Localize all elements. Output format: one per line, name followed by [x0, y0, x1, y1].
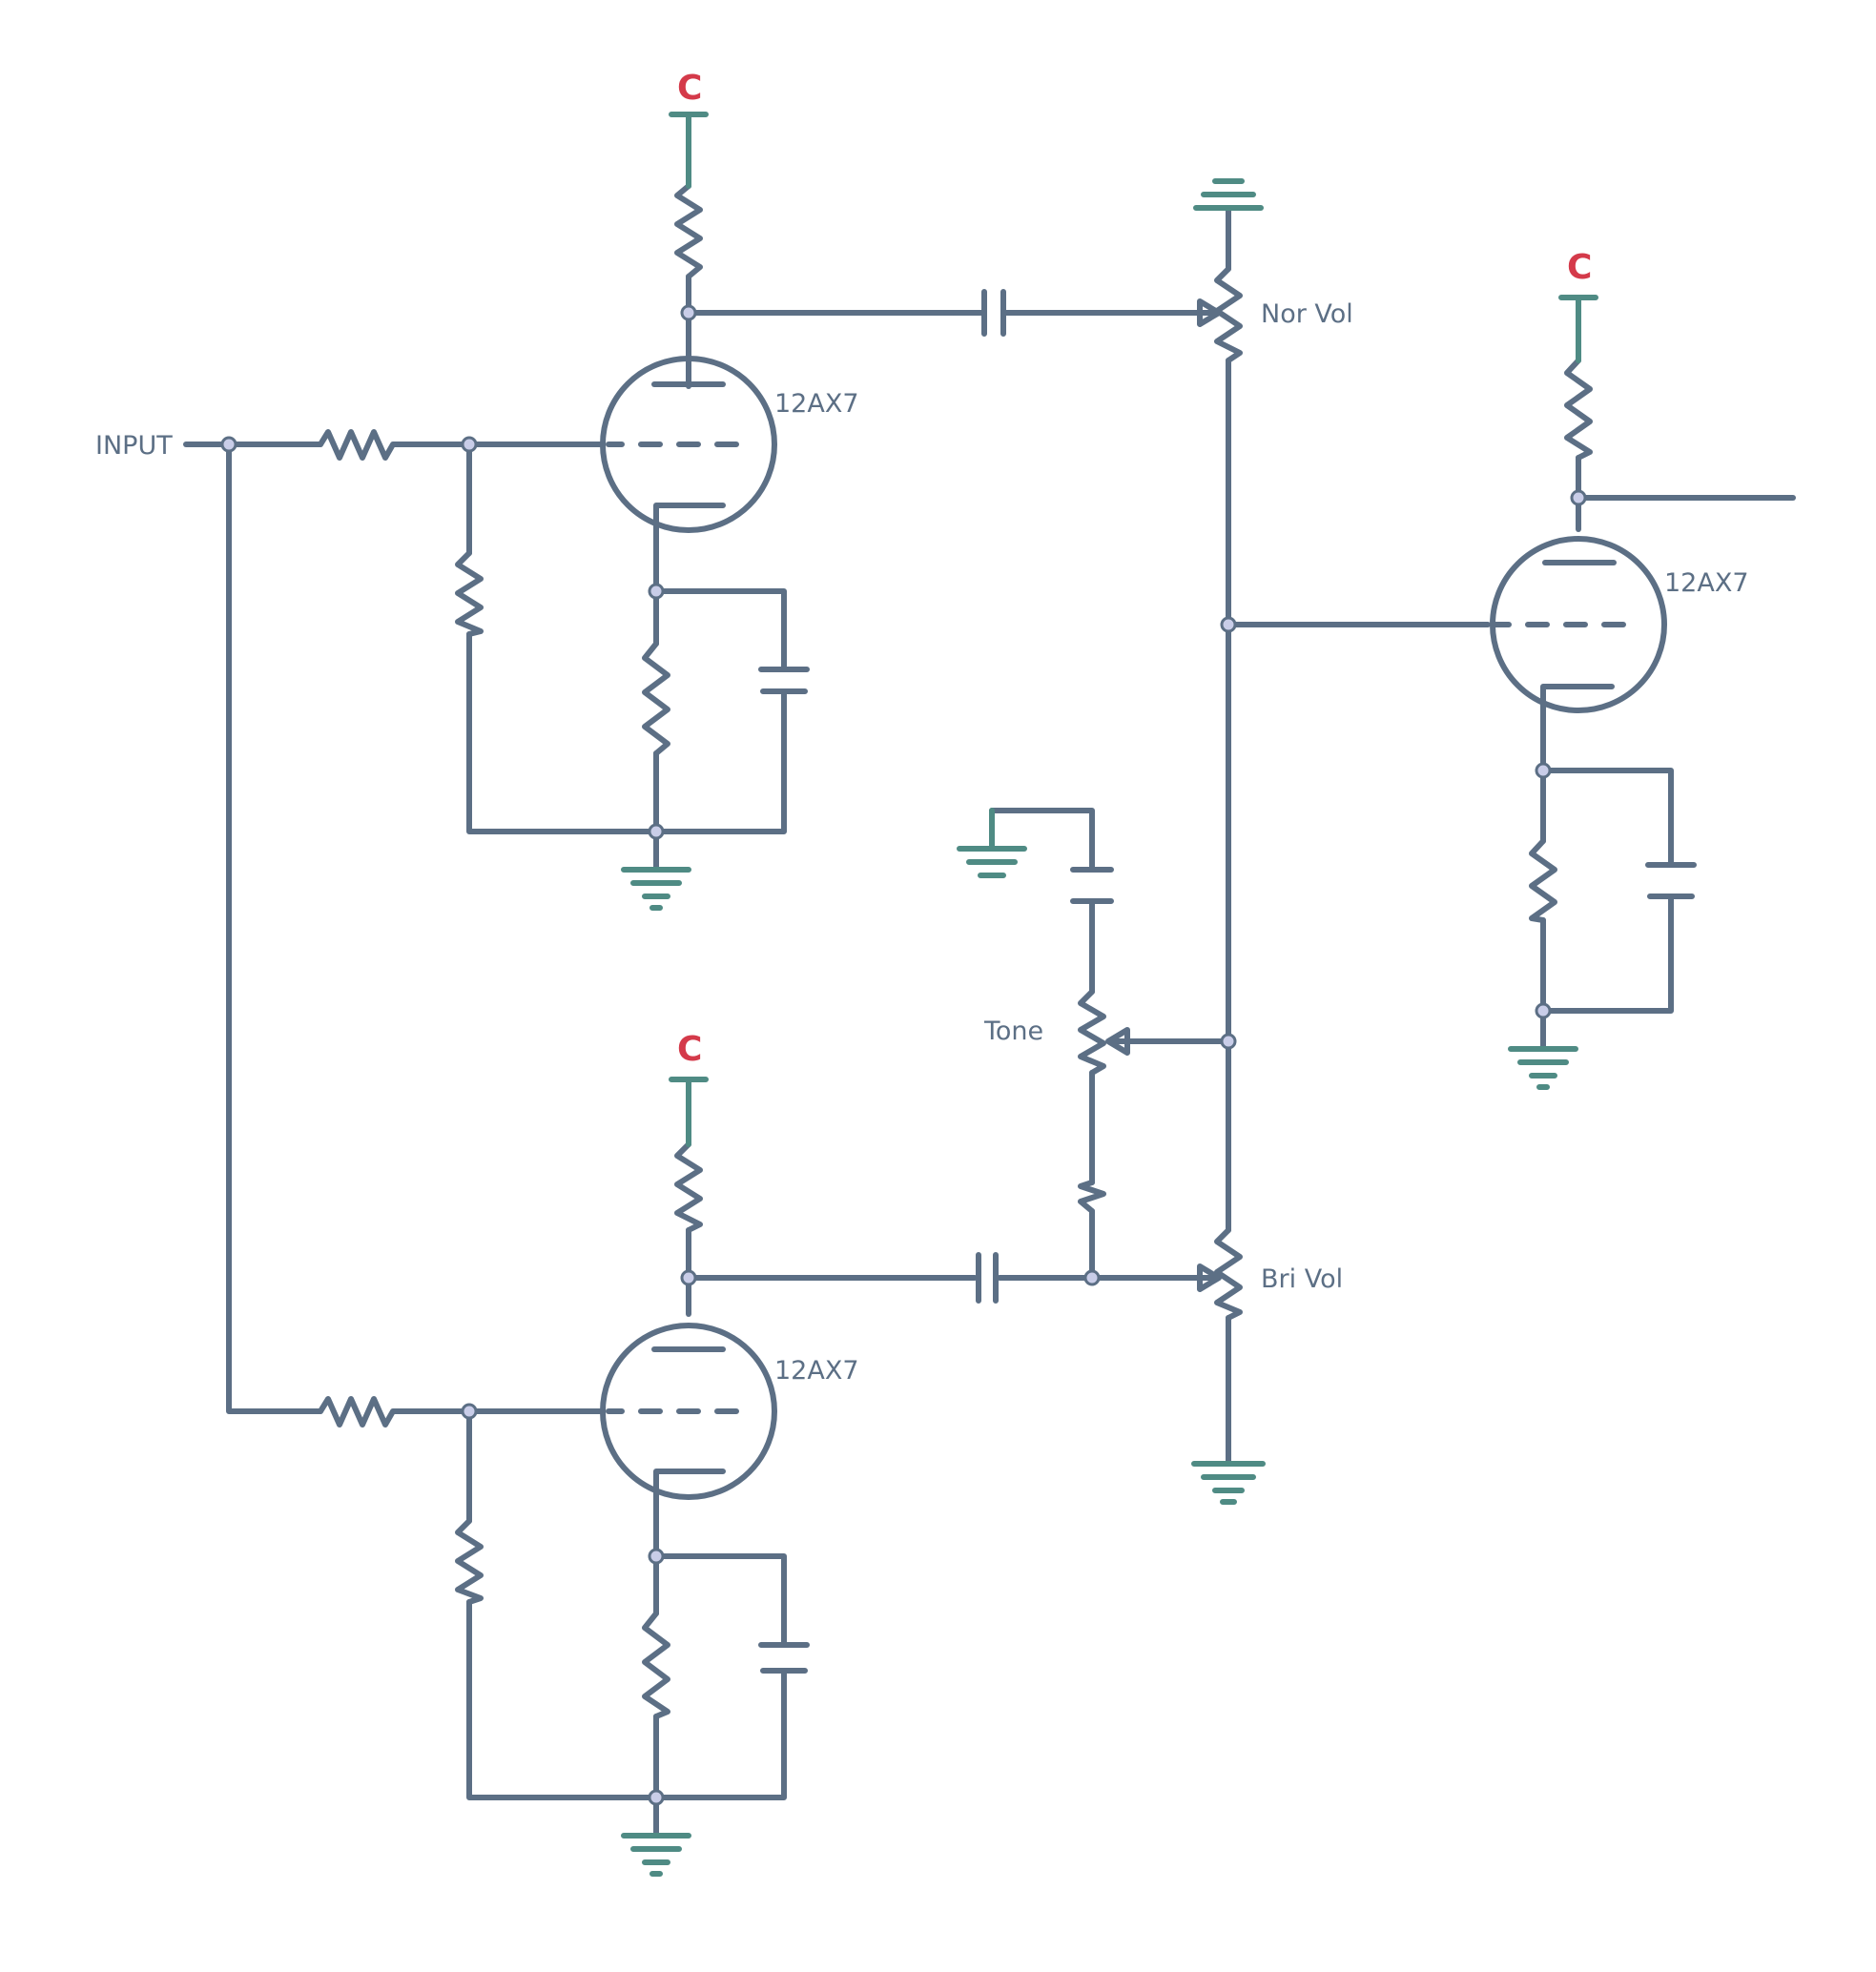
nodes: [220, 304, 1587, 1806]
resistor: [1078, 1180, 1106, 1214]
capacitor: [976, 1252, 999, 1304]
supply-label-v2: C: [1567, 248, 1592, 287]
tube-v2-label: 12AX7: [1664, 568, 1749, 598]
resistor: [455, 1518, 484, 1605]
tube-v2: [1490, 536, 1667, 723]
resistor: [674, 1141, 703, 1233]
node: [1220, 1033, 1237, 1050]
potentiometer: [1214, 1227, 1243, 1321]
resistor: [642, 1611, 670, 1719]
supply-terminals: [669, 112, 1598, 1147]
pot-tone: [1078, 989, 1130, 1076]
node: [220, 436, 237, 453]
capacitors: [758, 289, 1697, 1674]
tube-v1a-label: 12AX7: [774, 389, 859, 419]
pot-nor-vol: [1197, 266, 1243, 363]
node: [461, 1403, 478, 1420]
node: [1570, 489, 1587, 506]
resistors: [318, 183, 1593, 1719]
tone-label: Tone: [983, 1017, 1043, 1046]
pot-bri-vol: [1197, 1227, 1243, 1321]
input-label: INPUT: [95, 431, 173, 461]
tube-v1a: [600, 356, 777, 544]
node: [648, 1548, 665, 1565]
capacitor: [758, 667, 810, 694]
grounds: [621, 178, 1578, 1877]
wiper-arrow: [1197, 1263, 1222, 1292]
resistor: [455, 550, 484, 637]
capacitor: [758, 1642, 810, 1674]
bri-vol-label: Bri Vol: [1261, 1264, 1343, 1294]
potentiometer: [1214, 266, 1243, 363]
node: [1220, 616, 1237, 633]
wiper-arrow: [1197, 298, 1222, 327]
supply-label-v1b: C: [677, 1030, 702, 1069]
resistor: [674, 183, 703, 279]
supply-terminal: [669, 1077, 709, 1147]
nor-vol-label: Nor Vol: [1261, 299, 1353, 329]
capacitor: [951, 289, 1039, 337]
wiper-arrow: [1105, 1027, 1130, 1056]
labels: INPUT 12AX7 12AX7 12AX7 Nor Vol Bri Vol …: [95, 69, 1749, 1386]
node: [680, 1269, 697, 1286]
capacitor: [1070, 867, 1114, 904]
supply-terminal: [669, 112, 709, 189]
node: [461, 436, 478, 453]
node: [648, 823, 665, 840]
node: [1535, 1002, 1552, 1019]
resistor: [318, 429, 403, 461]
ground: [621, 867, 691, 911]
tube-v1b-label: 12AX7: [774, 1356, 859, 1386]
node: [648, 1789, 665, 1806]
resistor: [642, 641, 670, 756]
ground: [957, 808, 1027, 878]
node: [648, 583, 665, 600]
supply-terminal: [1558, 295, 1598, 363]
ground: [1191, 1461, 1266, 1505]
ground: [1193, 178, 1264, 211]
resistor: [1529, 838, 1557, 923]
ground: [621, 1833, 691, 1877]
supply-label-v1a: C: [677, 69, 702, 108]
resistor: [1564, 358, 1593, 461]
node: [1083, 1269, 1101, 1286]
resistor: [318, 1396, 403, 1428]
capacitor: [1645, 862, 1697, 899]
ground: [1508, 1046, 1578, 1090]
node: [680, 304, 697, 321]
tube-v1b: [600, 1323, 777, 1510]
wires: [183, 112, 1796, 1838]
potentiometer: [1078, 989, 1106, 1076]
node: [1535, 762, 1552, 779]
